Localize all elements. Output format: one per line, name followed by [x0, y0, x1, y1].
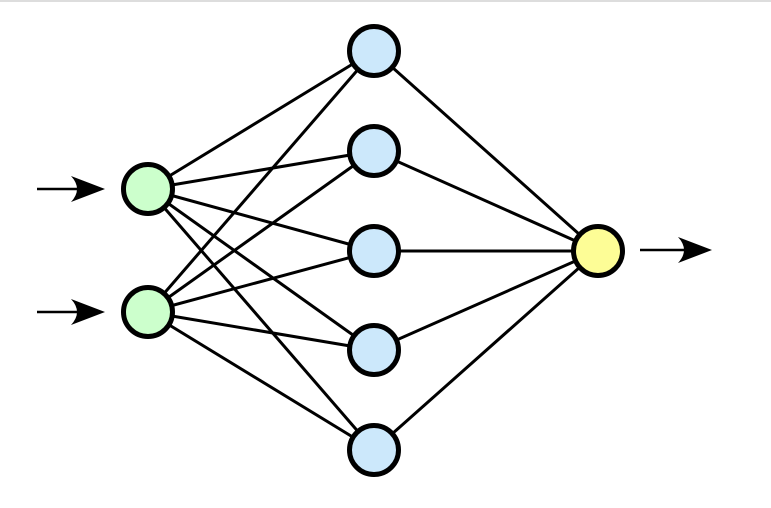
edge-in2-h3 [147, 249, 375, 314]
hidden-node-1 [347, 24, 401, 78]
input-node-1 [121, 162, 175, 216]
edge-h5-out1 [373, 249, 599, 452]
edge-in2-h5 [147, 310, 375, 452]
edge-in2-h2 [147, 149, 375, 314]
edge-h2-out1 [373, 149, 599, 253]
edge-in1-h4 [147, 187, 375, 352]
input-node-2 [121, 285, 175, 339]
edge-in1-h1 [147, 49, 375, 191]
edge-in2-h4 [147, 310, 375, 352]
edge-h4-out1 [373, 249, 599, 352]
edge-in1-h2 [147, 149, 375, 191]
input-arrow-2-head-icon [71, 299, 105, 325]
edge-in1-h3 [147, 187, 375, 253]
output-node-1 [571, 224, 625, 278]
edge-in2-h1 [146, 50, 376, 313]
top-border-line [0, 0, 771, 2]
hidden-node-3 [347, 224, 401, 278]
edge-in1-h5 [146, 188, 376, 451]
output-arrow-head-icon [678, 237, 712, 263]
edge-h1-out1 [373, 49, 599, 253]
hidden-node-2 [347, 124, 401, 178]
hidden-node-4 [347, 323, 401, 377]
hidden-node-5 [347, 423, 401, 477]
input-arrow-1-head-icon [71, 176, 105, 202]
